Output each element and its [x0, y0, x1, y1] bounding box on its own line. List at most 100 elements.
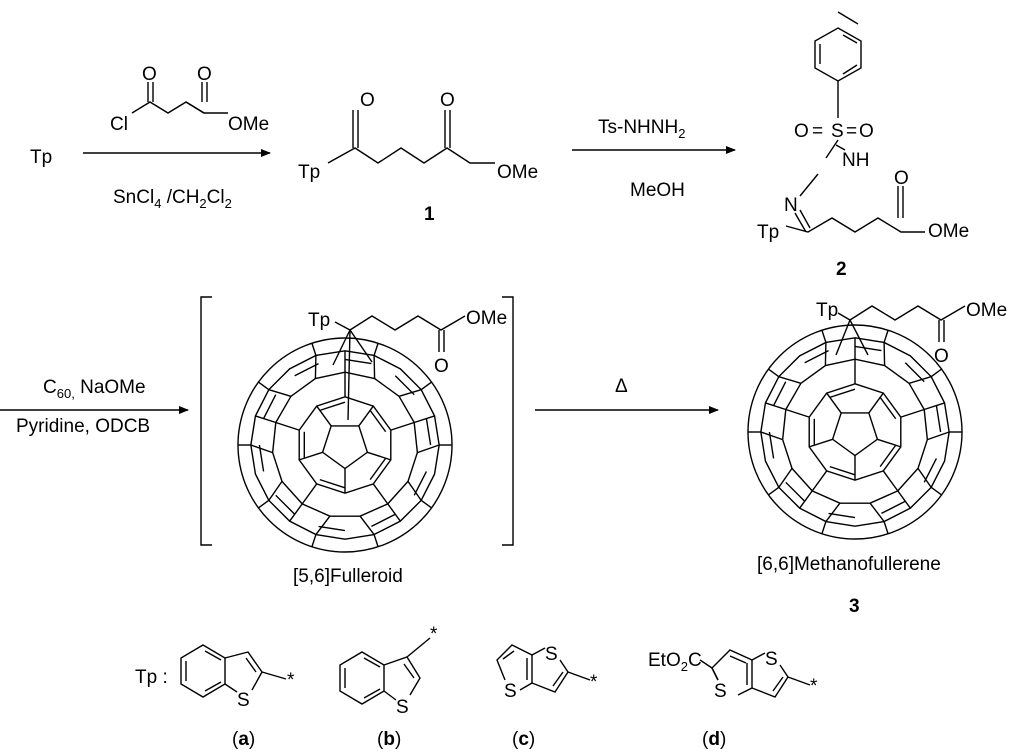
fullerene-bond: [258, 381, 270, 391]
fullerene-bond: [373, 534, 379, 547]
tp-legend-prefix: Tp :: [135, 667, 168, 688]
compound-2-o: O: [894, 168, 909, 189]
tp-d-s2: S: [765, 649, 778, 670]
fullerene-bond: [883, 330, 889, 343]
tp-a-star: *: [287, 670, 295, 691]
compound-1-o2: O: [440, 90, 455, 111]
fullerene-bond: [373, 343, 379, 356]
tp-a-s: S: [237, 690, 250, 711]
fullerene-bond: [768, 486, 780, 496]
fullerene-bond: [301, 483, 318, 505]
reagent-o1: O: [142, 64, 157, 85]
fullerene-bond: [250, 444, 273, 454]
fulleroid-structure: [237, 337, 453, 553]
fullerene-bond: [367, 451, 392, 461]
fulleroid-side-chain: [332, 315, 466, 421]
compound-1-label: 1: [424, 204, 435, 225]
compound-1-structure: [327, 110, 495, 164]
compound-2-eq1: =: [812, 121, 823, 142]
fullerene-bond: [825, 502, 841, 522]
fullerene-central-pentagon: [321, 425, 369, 470]
tp-b-label: (b): [377, 729, 401, 750]
fullerene-bond: [923, 402, 945, 411]
fullerene-double-bond: [935, 405, 942, 433]
fullerene-ring: [271, 371, 419, 517]
fullerene-bond: [883, 521, 889, 534]
fullerene-bond: [927, 431, 950, 441]
step1-conditions: SnCl4 /CH2Cl2: [113, 187, 232, 211]
tp-c-label: (c): [512, 729, 535, 750]
tp-d-s1: S: [714, 681, 727, 702]
compound-3-label: 3: [849, 596, 860, 617]
methanofullerene-structure: [747, 324, 963, 540]
compound-2-label: 2: [836, 259, 847, 280]
fullerene-bond: [359, 515, 375, 535]
fullerene-double-bond: [371, 513, 396, 528]
fullerene-double-bond: [772, 381, 787, 406]
fullerene-bond: [372, 483, 389, 505]
fullerene-double-bond: [923, 458, 938, 483]
fulleroid-o: O: [434, 356, 449, 377]
tp-b-structure: [339, 637, 431, 705]
tp-d-structure: [699, 649, 811, 698]
fullerene-bond: [420, 381, 432, 391]
fullerene-bond: [785, 408, 810, 418]
methanofullerene-side-chain: [835, 305, 966, 356]
fullerene-double-bond: [881, 500, 906, 515]
methanofullerene-o: O: [934, 346, 949, 367]
methanofullerene-tp: Tp: [816, 300, 838, 321]
fullerene-double-bond: [319, 478, 346, 489]
fullerene-bond: [908, 375, 932, 384]
fullerene-bond: [387, 503, 401, 522]
fullerene-bond: [420, 499, 432, 509]
fullerene-double-bond: [804, 349, 829, 364]
fullerene-bond: [417, 444, 440, 454]
compound-1-tp: Tp: [298, 162, 320, 183]
fullerene-double-bond: [369, 409, 387, 433]
fullerene-bond: [315, 515, 331, 535]
reagent-ome: OMe: [228, 114, 269, 135]
fullerene-ring: [250, 350, 440, 540]
fullerene-bond: [275, 421, 300, 431]
compound-2-tp: Tp: [757, 222, 779, 243]
fullerene-bond: [821, 521, 827, 534]
fullerene-central-pentagon: [831, 412, 879, 457]
compound-2-nh: NH: [842, 150, 869, 171]
methanofullerene-ome: OMe: [966, 300, 1007, 321]
fullerene-bond: [821, 330, 827, 343]
fullerene-bond: [298, 451, 323, 461]
fullerene-bond: [778, 375, 802, 384]
fullerene-double-bond: [854, 345, 882, 352]
fulleroid-ome: OMe: [466, 308, 507, 329]
step2-solvent: MeOH: [630, 180, 685, 201]
left-bracket: [200, 296, 212, 546]
compound-2-s: S: [831, 121, 844, 142]
fullerene-bond: [811, 470, 828, 492]
step4-condition: Δ: [615, 376, 628, 397]
fullerene-bond: [900, 408, 925, 418]
fulleroid-name: [5,6]Fulleroid: [293, 566, 403, 587]
fullerene-bond: [882, 470, 899, 492]
acid-chloride-reagent: [131, 82, 228, 114]
fullerene-double-bond: [413, 471, 428, 496]
fullerene-bond: [799, 490, 813, 509]
fullerene-bond: [917, 467, 932, 488]
compound-1-o1: O: [360, 90, 375, 111]
fullerene-bond: [765, 402, 787, 411]
reagent-cl: Cl: [110, 114, 128, 135]
fullerene-bond: [311, 343, 317, 356]
fullerene-bond: [868, 392, 884, 414]
fullerene-bond: [768, 368, 780, 378]
fullerene-bond: [413, 415, 435, 424]
fullerene-bond: [390, 421, 415, 431]
fullerene-double-bond: [829, 465, 856, 476]
fullerene-double-bond: [785, 481, 806, 502]
fullerene-ring: [760, 337, 950, 527]
compound-2-ome: OMe: [928, 221, 969, 242]
fullerene-double-bond: [275, 494, 296, 515]
fullerene-bond: [289, 503, 303, 522]
fullerene-bond: [258, 499, 270, 509]
fullerene-bond: [778, 467, 793, 488]
fullerene-double-bond: [829, 388, 856, 399]
